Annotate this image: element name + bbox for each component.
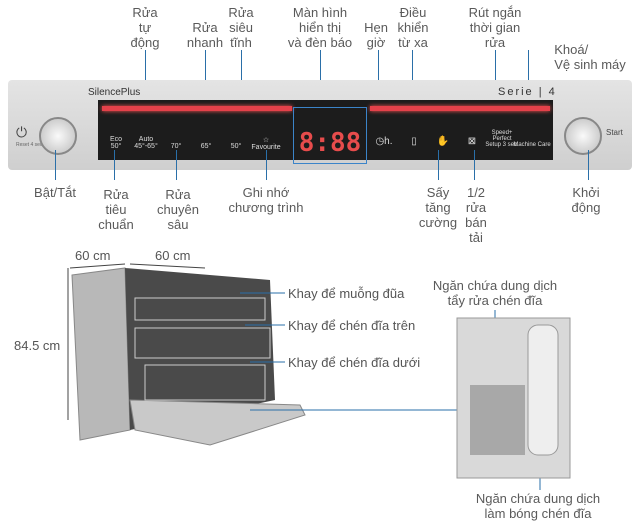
program-silent[interactable]: 50° [230,143,242,150]
label-power: Bật/Tắt [34,185,76,200]
start-label: Start [606,128,623,137]
leader-line [588,150,589,180]
remote-button[interactable]: ▯ [411,136,417,147]
side-panel [71,267,131,441]
depth-dimension [129,263,206,269]
label-remote: Điều khiển từ xa [397,5,429,50]
leader-line [320,50,321,108]
leader-line [55,150,56,180]
label-rinse-aid: Ngăn chứa dung dịch làm bóng chén đĩa [475,491,601,521]
program-favourite[interactable]: ☆ Favourite [251,137,281,151]
start-button[interactable] [564,117,602,155]
leader-line [438,150,439,180]
label-eco: Rửa tiêu chuẩn [98,187,134,232]
power-button[interactable] [39,117,77,155]
timer-button[interactable]: ◷h. [375,136,393,147]
open-door [129,399,306,446]
machine-care-button[interactable]: Machine Care [513,142,551,148]
label-quick-wash: Rửa nhanh [186,20,224,50]
width-label: 60 cm [75,248,111,263]
label-start: Khởi động [571,185,601,215]
label-extra-dry: Sấy tăng cường [418,185,458,230]
tub-interior [125,268,275,430]
brand-label: SilencePlus [88,87,141,98]
cutlery-tray [134,297,266,321]
dishwasher-illustration [67,263,571,490]
detergent-cup [470,385,525,455]
label-upper-rack: Khay để chén đĩa trên [288,318,416,333]
label-display: Màn hình hiển thị và đèn báo [287,5,353,50]
label-half-load: 1/2 rửa bán tải [465,185,487,245]
label-lower-rack: Khay để chén đĩa dưới [288,355,421,370]
depth-label: 60 cm [155,248,191,263]
label-lock-clean: Khoá/ Vệ sinh máy [554,42,626,72]
upper-rack [134,327,271,359]
led-bar [102,106,292,111]
power-icon: ⏻ [16,124,28,140]
leader-line [266,150,267,180]
leader-line [474,150,475,180]
program-quick[interactable]: 65° [200,143,212,150]
led-strip: 8:88 Eco 50° Auto 45°-65° 70° 65° 50° ☆ … [98,100,553,164]
program-auto[interactable]: Auto 45°-65° [134,136,158,150]
speed-perfect-button[interactable]: Speed+ Perfect Setup 3 sec. [485,130,519,148]
program-intensive[interactable]: 70° [170,143,182,150]
leader-line [176,150,177,180]
extra-dry-button[interactable]: ✋ [436,136,450,147]
program-eco[interactable]: Eco 50° [109,136,123,150]
label-speed: Rút ngắn thời gian rửa [468,5,522,50]
lower-rack [144,364,266,401]
label-auto-wash: Rửa tự động [130,5,160,50]
half-load-button[interactable]: ⊠ [467,136,477,147]
label-intensive: Rửa chuyên sâu [157,187,199,232]
width-dimension [69,263,126,269]
series-label: Serie | 4 [498,86,557,98]
label-silent-wash: Rửa siêu tĩnh [228,5,254,50]
height-label: 84.5 cm [14,338,61,353]
rinse-aid-lid [527,324,559,456]
leader-line [114,150,115,180]
led-bar [370,106,550,111]
label-cutlery-tray: Khay để muỗng đũa [288,286,405,301]
power-hint: Reset 4 sec. [16,142,44,148]
label-favourite: Ghi nhớ chương trình [228,185,304,215]
display-screen: 8:88 [293,107,367,164]
label-timer: Hẹn giờ [364,20,388,50]
control-panel: SilencePlus Serie | 4 ⏻ Reset 4 sec. Sta… [8,80,632,170]
label-detergent: Ngăn chứa dung dịch tẩy rửa chén đĩa [432,278,558,308]
